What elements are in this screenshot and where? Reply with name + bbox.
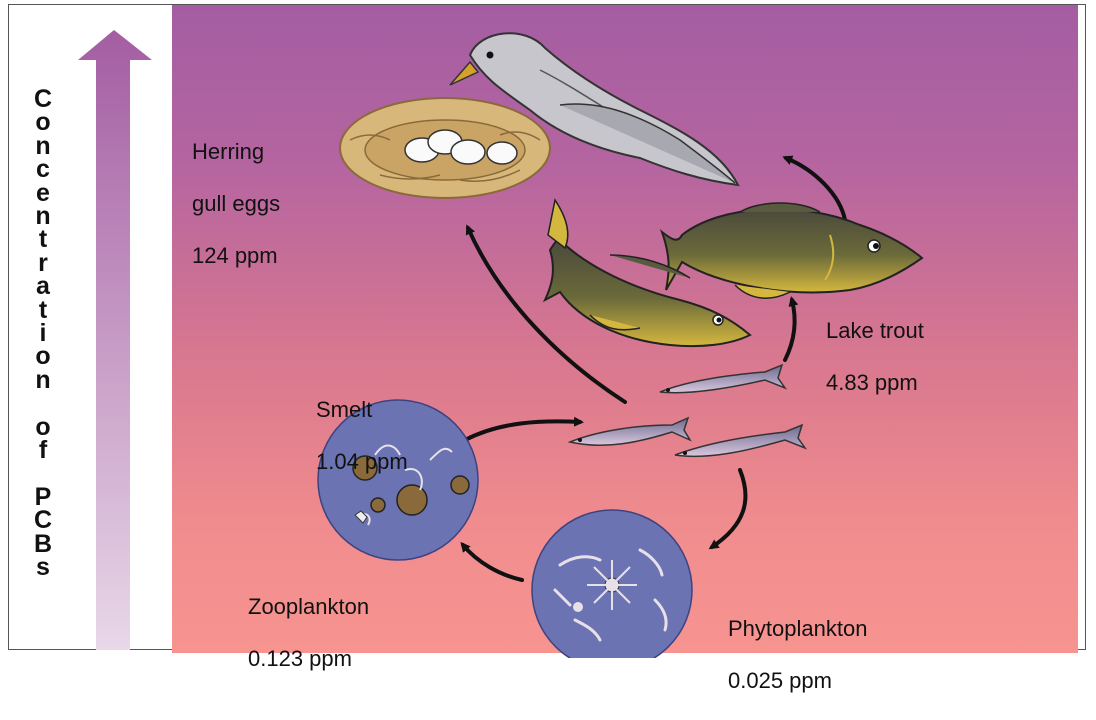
phytoplankton-icon <box>532 510 692 658</box>
phytoplankton-value: 0.025 ppm <box>728 668 867 694</box>
phytoplankton-name: Phytoplankton <box>728 616 867 642</box>
lake-trout-icon <box>662 203 922 298</box>
smelt-value: 1.04 ppm <box>316 449 408 475</box>
herring-gull-eggs-label: Herring gull eggs 124 ppm <box>192 113 280 295</box>
nest-icon <box>340 98 550 198</box>
zooplankton-name: Zooplankton <box>248 594 369 620</box>
lake-trout-value: 4.83 ppm <box>826 370 924 396</box>
zooplankton-label: Zooplankton 0.123 ppm <box>248 568 369 698</box>
smelt-icon <box>570 365 805 456</box>
food-chain-illustration <box>0 0 1096 658</box>
phytoplankton-label: Phytoplankton 0.025 ppm <box>728 590 867 720</box>
lake-trout-label: Lake trout 4.83 ppm <box>826 292 924 422</box>
herring-gull-eggs-name-line1: Herring <box>192 139 280 165</box>
lake-trout-name: Lake trout <box>826 318 924 344</box>
zooplankton-value: 0.123 ppm <box>248 646 369 672</box>
herring-gull-eggs-name-line2: gull eggs <box>192 191 280 217</box>
smelt-label: Smelt 1.04 ppm <box>316 371 408 501</box>
smelt-name: Smelt <box>316 397 408 423</box>
herring-gull-eggs-value: 124 ppm <box>192 243 280 269</box>
